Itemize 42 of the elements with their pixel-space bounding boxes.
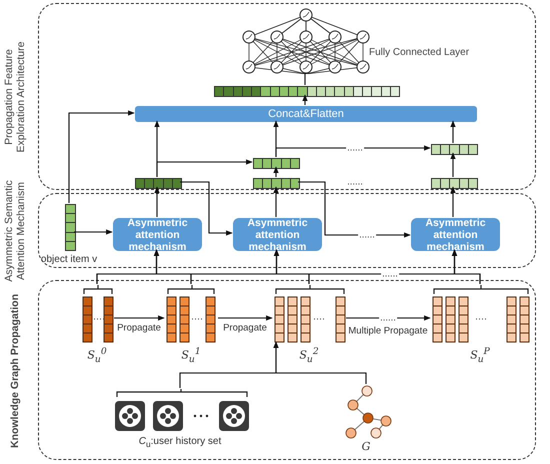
- vector-drawing: [135, 178, 181, 188]
- layer-label: Fully Connected Layer: [369, 47, 470, 58]
- arrow: [273, 186, 279, 217]
- arrow: [273, 166, 279, 177]
- user-history-drawing: [113, 389, 251, 433]
- arrow: [273, 341, 367, 384]
- caption-text: C$_{u}$:user history set: [138, 436, 222, 449]
- edge-label: Multiple Propagate: [347, 326, 429, 336]
- arrow: [218, 315, 273, 321]
- vector-stack-drawing: [81, 285, 115, 343]
- process-box: Concat&Flatten: [135, 106, 477, 122]
- arrow: [298, 181, 411, 238]
- process-box: Asymmetric attention mechanism: [113, 218, 202, 251]
- vector-drawing: [431, 178, 477, 188]
- arrow: [156, 159, 253, 177]
- panel-title: Asymmetric Semantic Attention Mechanism: [3, 179, 27, 284]
- process-box: Asymmetric attention mechanism: [233, 218, 322, 251]
- arrow: [450, 152, 456, 177]
- vector-stack-drawing: [273, 285, 347, 343]
- edge-label: Propagate: [116, 322, 162, 334]
- edge-label: Propagate: [222, 322, 268, 334]
- caption-text: G: [362, 440, 370, 453]
- arrow: [114, 315, 165, 321]
- arrow: [180, 181, 233, 236]
- arrow: [68, 110, 135, 203]
- arrow: [154, 186, 160, 217]
- arrow: [302, 94, 308, 105]
- arrow: [450, 186, 456, 217]
- vector-drawing: [253, 158, 299, 168]
- arrow: [450, 120, 456, 143]
- arrow: [452, 249, 481, 284]
- panel-title: Propagation Feature Exploration Architecture: [3, 40, 27, 154]
- arrow: [346, 315, 431, 321]
- arrow: [74, 229, 113, 235]
- process-box: Asymmetric attention mechanism: [411, 218, 500, 251]
- vector-drawing: [431, 144, 477, 154]
- caption-text: object item v: [40, 254, 98, 265]
- vector-drawing: [253, 178, 299, 188]
- arrow: [275, 145, 431, 157]
- vector-drawing: [65, 204, 75, 250]
- vector-stack-drawing: [431, 285, 531, 343]
- vector-drawing: [214, 86, 399, 96]
